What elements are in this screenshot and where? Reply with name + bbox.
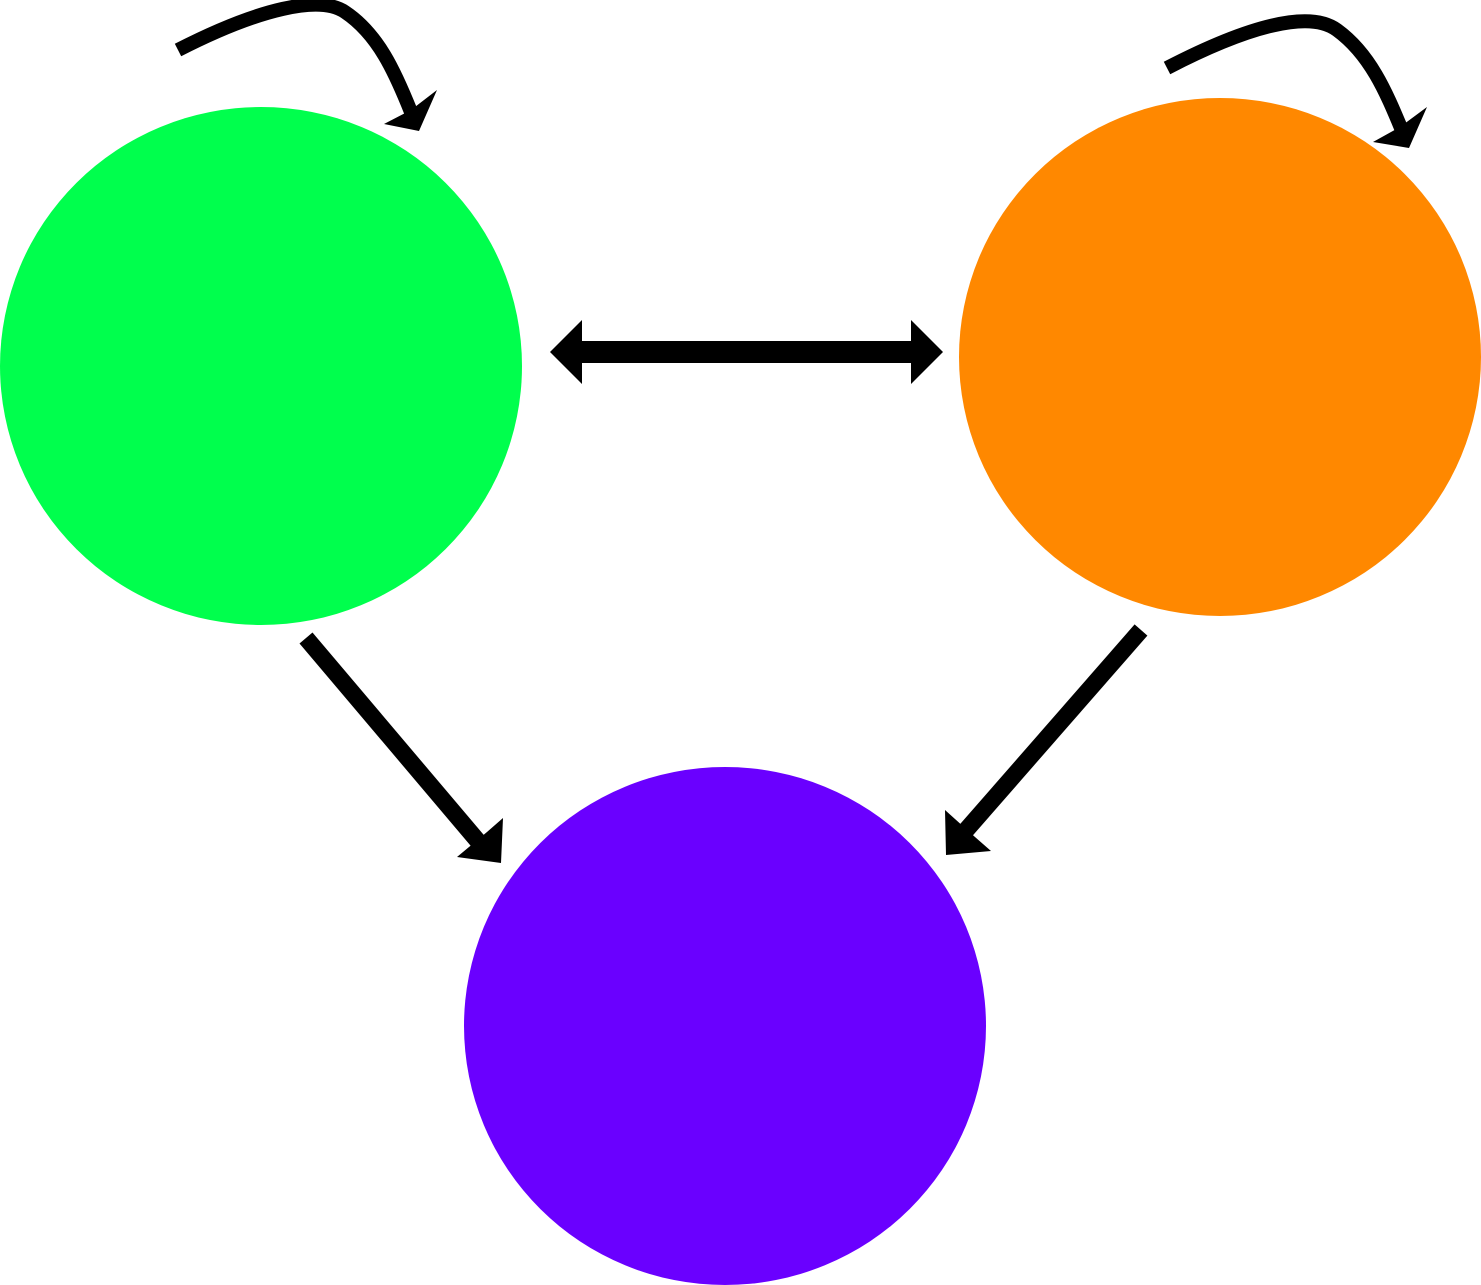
node-green (0, 107, 522, 625)
edge-green-orange-bidirectional (550, 320, 943, 384)
edge-green-to-purple-arrowhead (457, 818, 503, 863)
edge-green-self-loop-arrowhead (384, 90, 437, 131)
edge-orange-self-loop-arrowhead (1373, 107, 1427, 148)
edge-orange-self-loop (1163, 14, 1427, 148)
edge-orange-to-purple-line (954, 624, 1148, 842)
node-purple (464, 767, 986, 1285)
edge-orange-to-purple-arrowhead (945, 810, 991, 855)
edge-green-self-loop-line (174, 0, 418, 115)
edge-green-to-purple (299, 632, 503, 863)
node-orange (959, 98, 1481, 616)
edge-green-self-loop (174, 0, 437, 131)
edge-green-to-purple-line (299, 632, 489, 852)
edge-orange-to-purple (945, 624, 1148, 855)
edge-orange-self-loop-line (1163, 14, 1408, 131)
